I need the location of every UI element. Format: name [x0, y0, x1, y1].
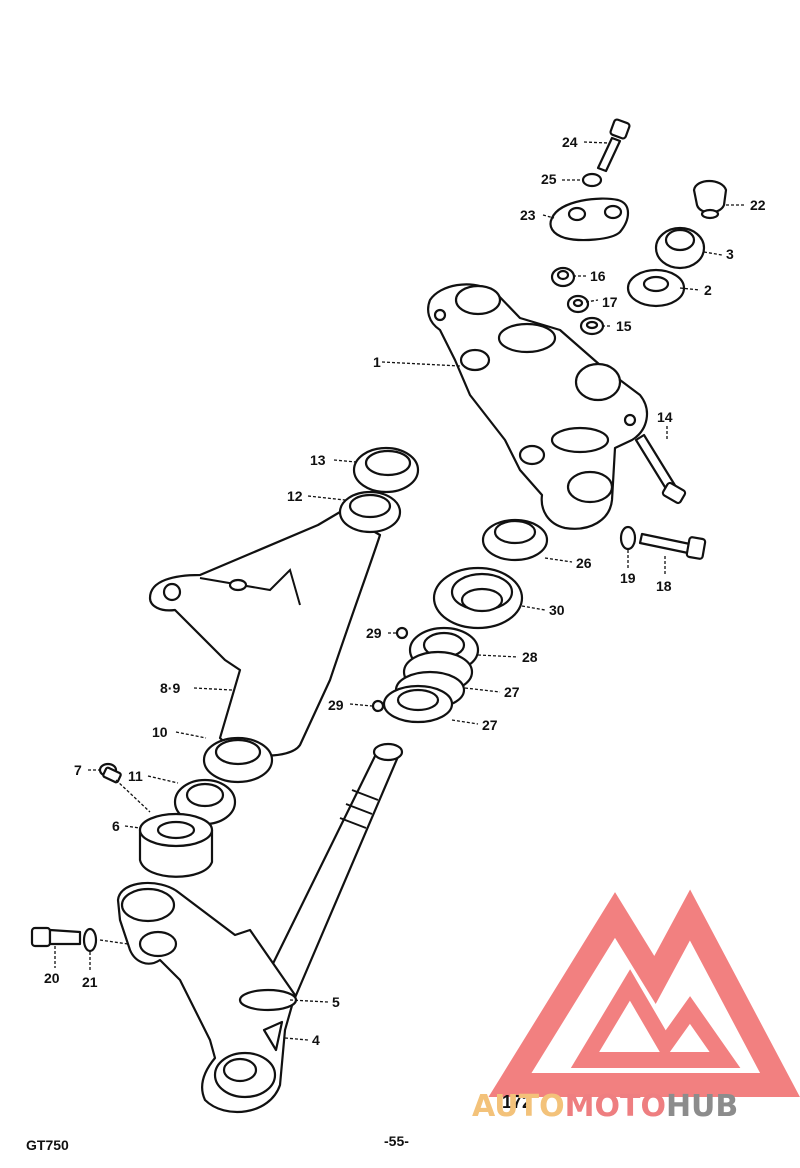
model-code: GT750	[26, 1137, 69, 1153]
watermark-hub: HUB	[666, 1089, 738, 1124]
bolt-18	[638, 532, 707, 560]
callout-12: 12	[287, 488, 303, 504]
callout-24: 24	[562, 134, 578, 150]
callout-18: 18	[656, 578, 672, 594]
washer-19	[619, 525, 637, 551]
washer-17	[566, 294, 590, 314]
race-13	[352, 446, 420, 494]
watermark-moto: MOTO	[565, 1089, 666, 1124]
callout-29-upper: 29	[366, 625, 382, 641]
washer-25	[581, 172, 603, 188]
stem-nut-3	[654, 226, 706, 270]
race-12	[338, 490, 402, 534]
washer-21	[82, 927, 98, 953]
callout-4: 4	[312, 1032, 320, 1048]
callout-17: 17	[602, 294, 618, 310]
ball-29-lower	[371, 699, 385, 713]
watermark-auto: AUTO	[472, 1089, 565, 1124]
callout-29-lower: 29	[328, 697, 344, 713]
clamp-cap-23	[549, 197, 630, 242]
figure-number: 172	[502, 1092, 532, 1112]
callout-30: 30	[549, 602, 565, 618]
callout-14: 14	[657, 409, 673, 425]
nut-16	[550, 266, 576, 288]
bushing-6	[138, 812, 214, 878]
callout-13: 13	[310, 452, 326, 468]
callout-28: 28	[522, 649, 538, 665]
pinch-bolt-20	[30, 926, 82, 948]
callout-16: 16	[590, 268, 606, 284]
cap-22	[692, 179, 728, 220]
steering-stem	[258, 742, 404, 1002]
callout-2: 2	[704, 282, 712, 298]
watermark-logo	[488, 889, 800, 1097]
callout-22: 22	[750, 197, 766, 213]
ring-10	[202, 736, 274, 784]
bearing-30	[432, 566, 524, 630]
callout-5: 5	[332, 994, 340, 1010]
callout-8-9: 8·9	[160, 680, 180, 696]
callout-7: 7	[74, 762, 82, 778]
callout-19: 19	[620, 570, 636, 586]
callout-23: 23	[520, 207, 536, 223]
bolt-7	[98, 762, 122, 784]
pinch-bolt-14	[634, 433, 687, 505]
washer-15	[579, 316, 605, 336]
race-11	[173, 778, 237, 826]
callout-11: 11	[128, 768, 143, 784]
callout-3: 3	[726, 246, 734, 262]
bolt-24	[596, 118, 631, 173]
ball-29-upper	[395, 626, 409, 640]
washer-2	[626, 268, 686, 308]
callout-20: 20	[44, 970, 60, 986]
head-pipe-8-9	[148, 510, 382, 757]
page-number: -55-	[384, 1133, 409, 1149]
leader-lines	[54, 141, 746, 1041]
callout-27-lower: 27	[482, 717, 498, 733]
callout-6: 6	[112, 818, 120, 834]
callout-15: 15	[616, 318, 632, 334]
callout-21: 21	[82, 974, 98, 990]
callout-1: 1	[373, 354, 381, 370]
lower-bracket	[116, 881, 298, 1114]
nut-26	[481, 518, 549, 562]
callout-labels: 1 2 3 4 5 6 7 8·9 10 11 12 13 14 15 16 1…	[44, 134, 766, 1048]
upper-bracket	[427, 283, 649, 530]
watermark-text: AUTOMOTOHUB	[472, 1089, 738, 1124]
callout-26: 26	[576, 555, 592, 571]
callout-25: 25	[541, 171, 557, 187]
race-27	[382, 684, 454, 724]
callout-10: 10	[152, 724, 168, 740]
callout-27-upper: 27	[504, 684, 520, 700]
